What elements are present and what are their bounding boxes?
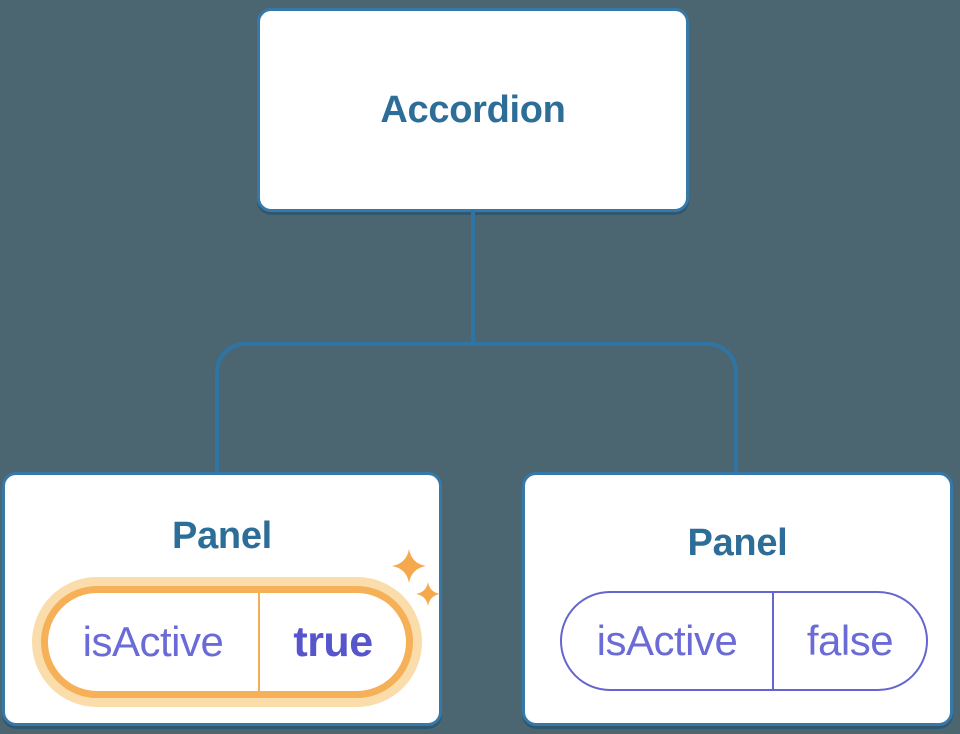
state-pill-inactive: isActive false	[560, 591, 928, 691]
sparkles-icon	[391, 549, 441, 609]
panel-node-label: Panel	[687, 522, 788, 564]
connector-stem-line	[471, 210, 475, 344]
state-value-cell: true	[260, 593, 406, 691]
panel-node-label: Panel	[172, 515, 272, 557]
state-value: false	[806, 617, 894, 664]
state-name-cell: isActive	[48, 593, 260, 691]
state-name: isActive	[596, 617, 738, 664]
accordion-node-label: Accordion	[380, 88, 566, 131]
state-value: true	[293, 617, 373, 666]
state-value-cell: false	[774, 593, 926, 689]
accordion-node: Accordion	[257, 8, 689, 212]
state-name-cell: isActive	[562, 593, 774, 689]
state-pill-active: isActive true	[41, 586, 413, 698]
panel-node-active: Panel isActive true	[2, 472, 442, 726]
state-name: isActive	[82, 618, 224, 665]
panel-node-inactive: Panel isActive false	[522, 472, 953, 726]
connector-branch-lines	[215, 342, 738, 472]
